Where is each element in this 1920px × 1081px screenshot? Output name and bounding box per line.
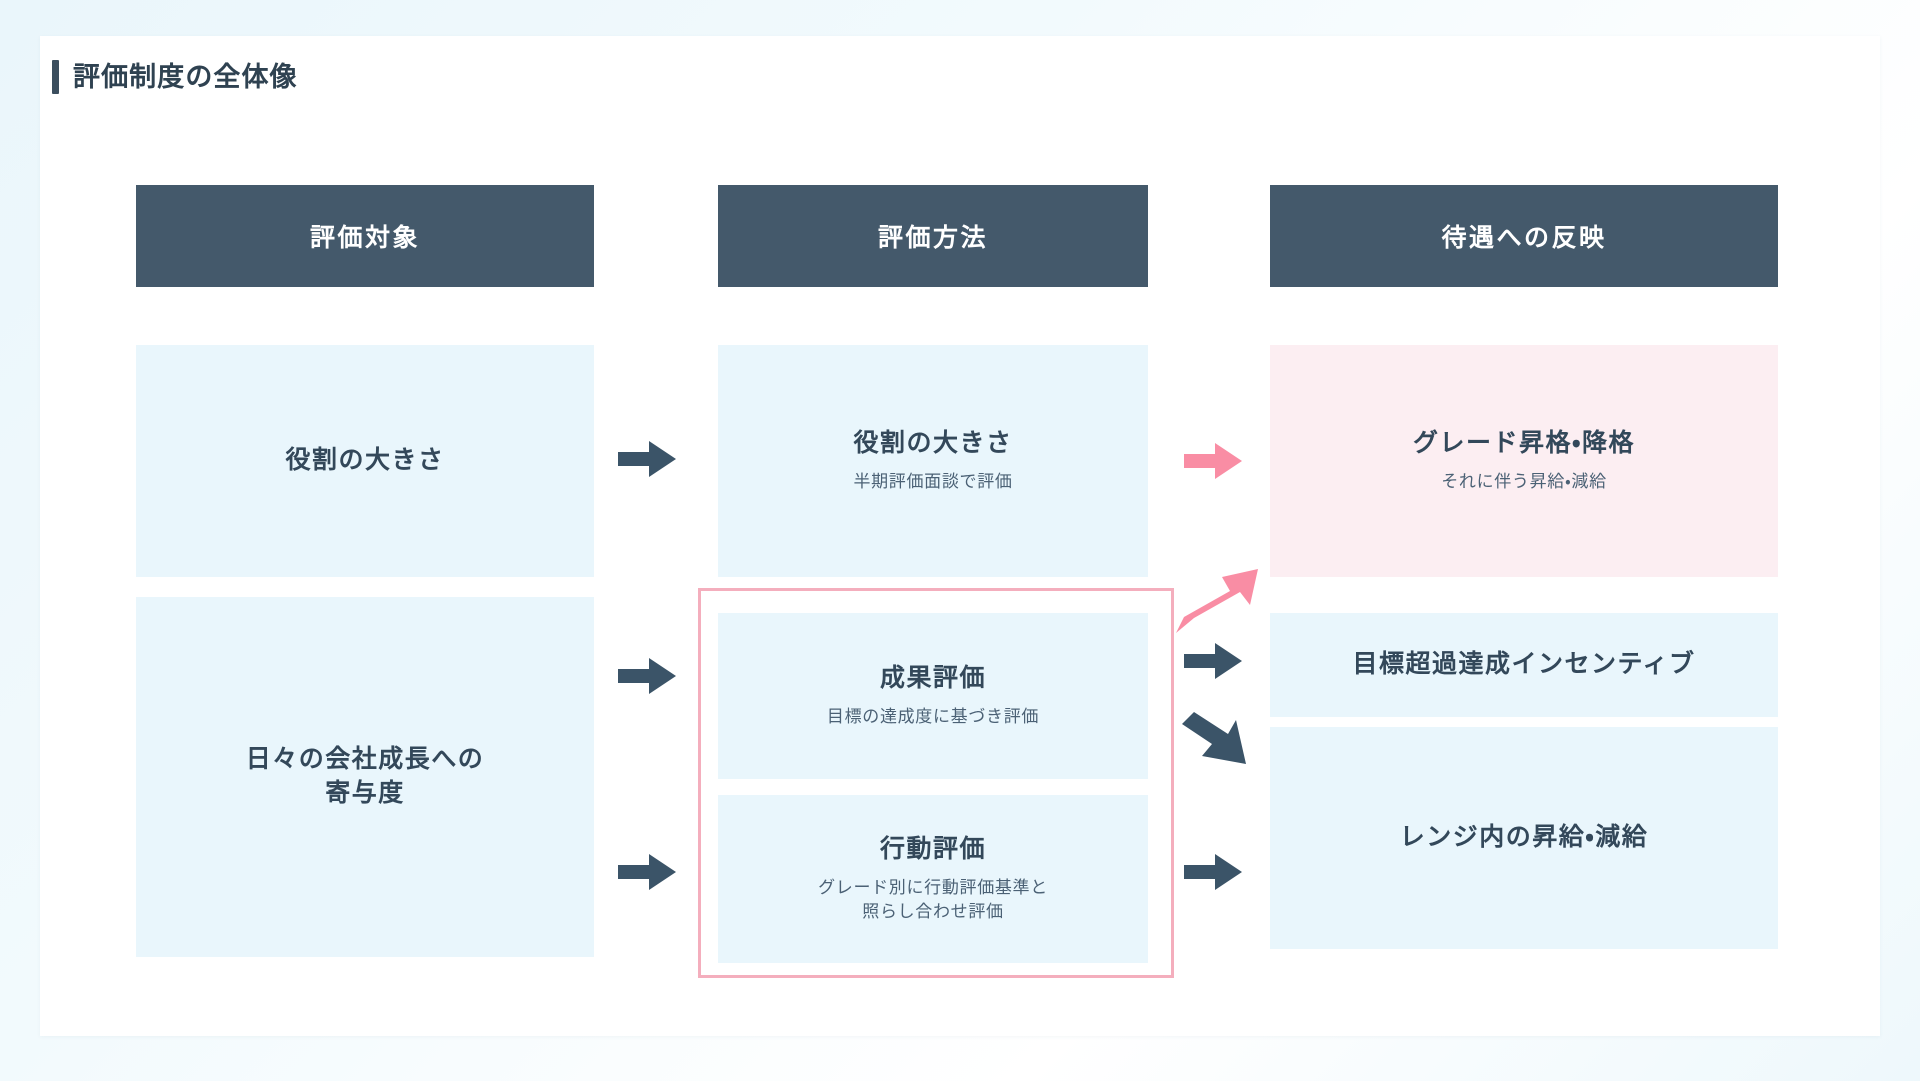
cell-title: 成果評価	[879, 664, 986, 693]
page-title: 評価制度の全体像	[73, 61, 298, 92]
cell-target-role-size: 役割の大きさ	[136, 345, 594, 577]
title-accent-bar	[52, 60, 59, 94]
cell-result-incentive: 目標超過達成インセンティブ	[1270, 613, 1778, 717]
column-header-evaluation-method: 評価方法	[718, 185, 1148, 287]
arrow-right-icon-target-to-method-1	[618, 441, 676, 477]
arrow-right-icon-target-to-method-3	[618, 854, 676, 890]
cell-subtitle-line1: グレード別に行動評価基準と	[818, 877, 1048, 897]
column-header-evaluation-target: 評価対象	[136, 185, 594, 287]
cell-target-growth-contribution: 日々の会社成長への 寄与度	[136, 597, 594, 957]
cell-title: 役割の大きさ	[285, 446, 445, 475]
column-header-treatment-reflection: 待遇への反映	[1270, 185, 1778, 287]
cell-result-grade-promotion: グレード昇格・降格 それに伴う昇給・減給	[1270, 345, 1778, 577]
cell-method-behavior-evaluation: 行動評価 グレード別に行動評価基準と 照らし合わせ評価	[718, 795, 1148, 963]
arrow-right-icon-target-to-method-2	[618, 658, 676, 694]
page-title-block: 評価制度の全体像	[52, 60, 298, 94]
cell-method-results-evaluation: 成果評価 目標の達成度に基づき評価	[718, 613, 1148, 779]
cell-title: 行動評価	[879, 834, 986, 863]
cell-subtitle: 目標の達成度に基づき評価	[826, 707, 1040, 727]
cell-title: レンジ内の昇給・減給	[1399, 823, 1649, 852]
arrow-up-right-icon-method-to-result-grade	[1176, 569, 1258, 633]
cell-title: グレード昇格・降格	[1412, 429, 1635, 458]
cell-title: 役割の大きさ	[853, 429, 1013, 458]
arrow-down-right-icon-method-to-result-range	[1182, 712, 1246, 764]
arrow-right-icon-method-to-result-incentive	[1184, 643, 1242, 679]
cell-subtitle: 半期評価面談で評価	[853, 472, 1013, 492]
cell-result-range-raise: レンジ内の昇給・減給	[1270, 727, 1778, 949]
arrow-right-icon-method-to-result-range	[1184, 854, 1242, 890]
arrow-right-icon-method-to-result-grade	[1184, 443, 1242, 479]
evaluation-system-diagram: 評価対象 評価方法 待遇への反映 役割の大きさ 日々の会社成長への 寄与度 役割…	[136, 185, 1778, 978]
cell-title-line1: 日々の会社成長への	[245, 745, 485, 774]
cell-method-role-size: 役割の大きさ 半期評価面談で評価	[718, 345, 1148, 577]
cell-subtitle-line2: 照らし合わせ評価	[862, 902, 1004, 922]
cell-subtitle: それに伴う昇給・減給	[1441, 472, 1607, 492]
cell-title: 目標超過達成インセンティブ	[1352, 650, 1696, 679]
cell-title-line2: 寄与度	[325, 779, 405, 807]
